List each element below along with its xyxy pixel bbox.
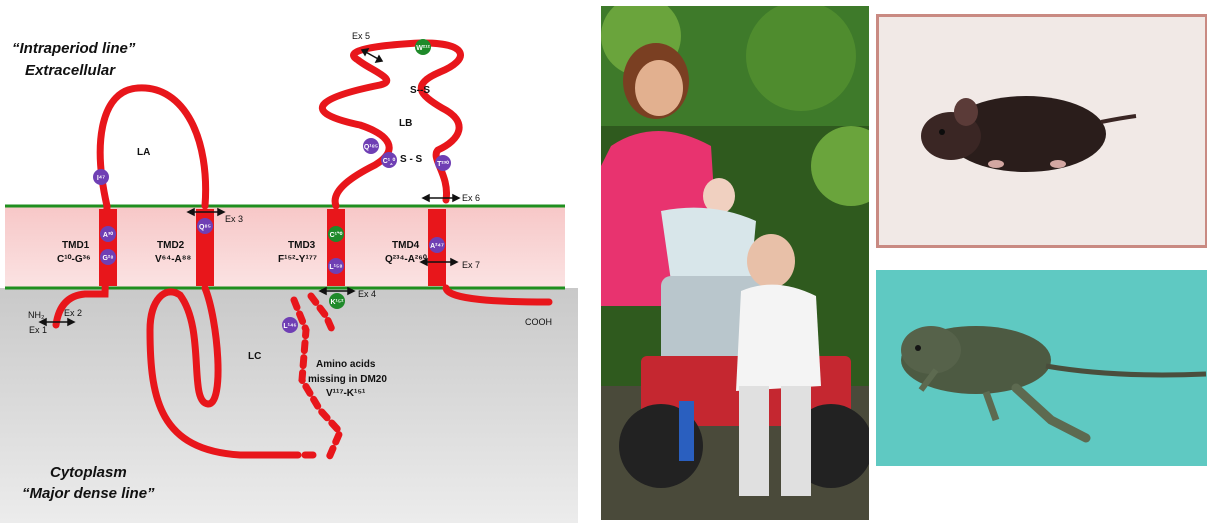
loop-lb-label: LB: [399, 118, 412, 129]
residue-a30-label: A³⁰: [103, 231, 113, 239]
residue-w212-label: W²¹²: [416, 45, 430, 52]
loop-lc-label: LC: [248, 351, 261, 362]
ex4-label: Ex 4: [358, 289, 376, 299]
loop-la-label: LA: [137, 147, 150, 158]
ex7-label: Ex 7: [462, 260, 480, 270]
ex3-label: Ex 3: [225, 214, 243, 224]
tmd3-helix: [327, 209, 345, 286]
tmd4-name: TMD4: [392, 240, 420, 251]
deletion-note-line2: missing in DM20: [308, 374, 387, 385]
residue-q185-label: Q¹⁸⁵: [364, 144, 378, 151]
residue-c180-label: C¹‸⁰: [383, 157, 396, 165]
mouse-photo-top: [876, 14, 1207, 248]
cytoplasm-line1: Cytoplasm: [50, 464, 127, 481]
residue-t230-label: T²³⁰: [437, 160, 449, 168]
residue-c160-label: C¹‶⁰: [330, 231, 343, 239]
disulfide-bond-2: S - S: [400, 154, 423, 165]
ex5-label: Ex 5: [352, 31, 370, 41]
tmd3-range: F¹⁵²-Y¹⁷⁷: [278, 254, 317, 265]
mouse-photo-bottom: [876, 270, 1207, 466]
n-terminus-label: NH₂: [28, 310, 45, 320]
residue-k152-label: K¹⁵²: [330, 299, 344, 306]
disulfide-bond-1: S--S: [410, 85, 430, 96]
residue-l146-label: L¹⁴⁶: [283, 323, 296, 330]
tmd1-helix: [99, 209, 117, 286]
c-terminus-label: COOH: [525, 317, 552, 327]
deletion-note-line3: V¹¹⁷-K¹⁵¹: [326, 388, 366, 399]
residue-l158-label: L¹⁵⁸: [329, 264, 342, 271]
extracellular-line1: “Intraperiod line”: [12, 40, 136, 57]
plp-topology-diagram: I⁴⁷ A³⁰ G²⁸ Q⁸⁵ C¹‶⁰ L¹⁵⁸ K¹⁵² L¹⁴⁶ W²¹²…: [0, 0, 580, 523]
family-photo: [601, 6, 869, 520]
tmd2-name: TMD2: [157, 240, 185, 251]
residue-q85-label: Q⁸⁵: [199, 224, 211, 231]
cytoplasm-line2: “Major dense line”: [22, 485, 155, 502]
extracellular-line2: Extracellular: [25, 62, 116, 79]
residue-a247-label: A²⁴⁷: [430, 243, 444, 250]
tmd3-name: TMD3: [288, 240, 316, 251]
tmd4-range: Q²³⁴-A²⁶⁰: [385, 254, 427, 265]
tmd1-range: C¹⁰-G³⁶: [57, 254, 91, 265]
residue-g28-label: G²⁸: [102, 255, 113, 262]
ex6-label: Ex 6: [462, 193, 480, 203]
ex1-label: Ex 1: [29, 325, 47, 335]
deletion-note-line1: Amino acids: [316, 359, 376, 370]
tmd1-name: TMD1: [62, 240, 90, 251]
residue-i47-label: I⁴⁷: [97, 175, 105, 182]
ex2-label: Ex 2: [64, 308, 82, 318]
tmd2-range: V⁶⁴-A⁸⁸: [155, 254, 191, 265]
